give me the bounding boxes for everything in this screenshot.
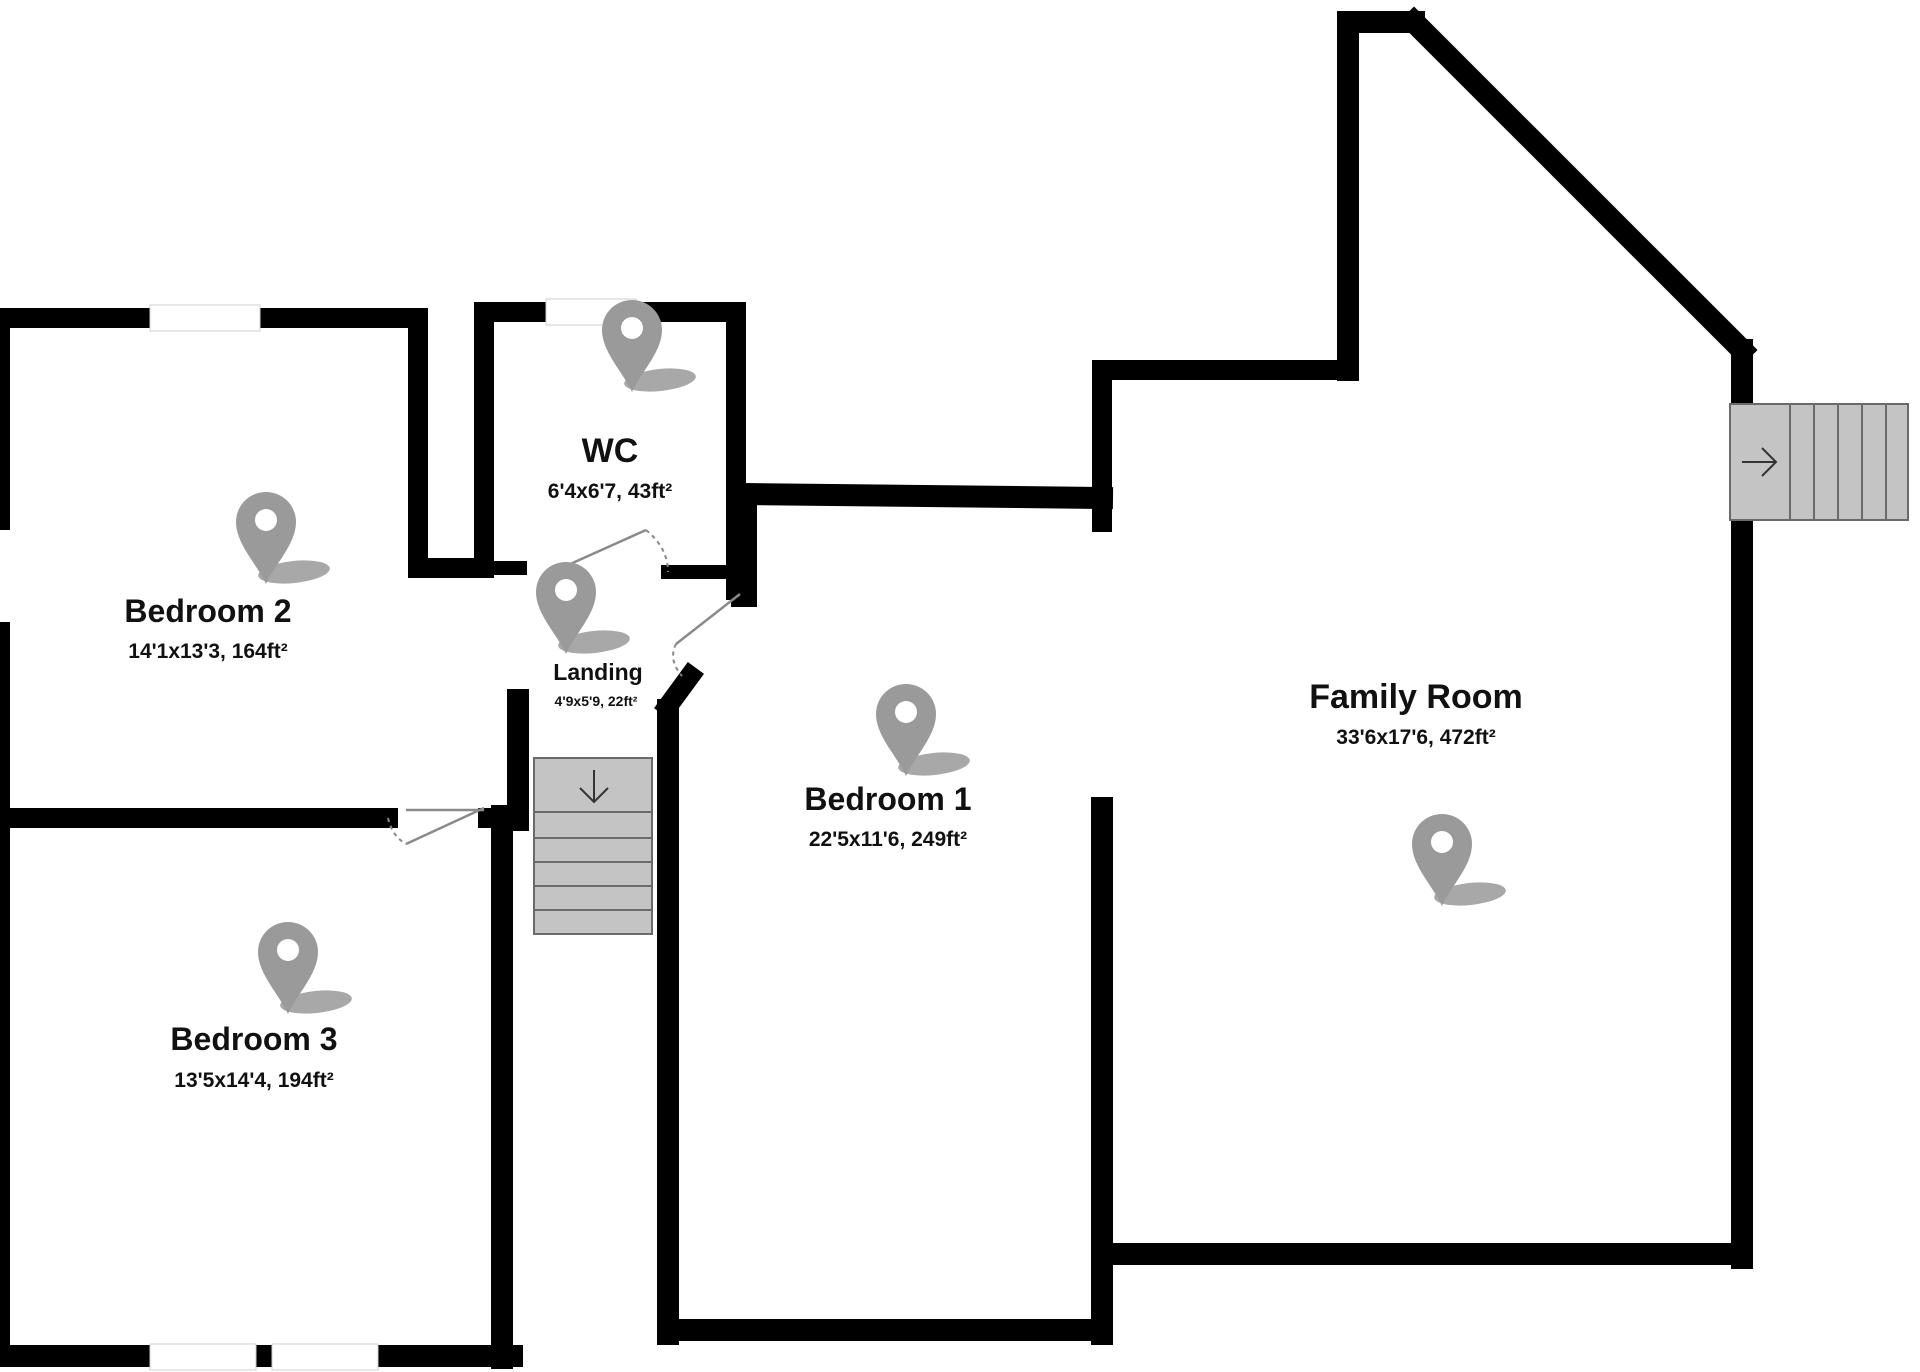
location-pin-icon[interactable] — [236, 492, 331, 587]
stairs-landing[interactable] — [533, 757, 653, 935]
room-name: Bedroom 3 — [170, 1021, 337, 1057]
room-dimensions: 13'5x14'4, 194ft² — [174, 1069, 333, 1092]
room-name: WC — [582, 432, 639, 470]
room-wc[interactable]: WC 6'4x6'7, 43ft² — [548, 432, 672, 503]
window-bedroom-3-bottom-left — [149, 1343, 257, 1371]
room-name: Bedroom 2 — [124, 593, 291, 629]
room-bedroom-1[interactable]: Bedroom 1 22'5x11'6, 249ft² — [804, 781, 971, 851]
arrow-down-icon — [579, 770, 609, 804]
door-bedroom-3 — [387, 806, 485, 846]
location-pin-icon[interactable] — [536, 562, 631, 657]
room-bedroom-3[interactable]: Bedroom 3 13'5x14'4, 194ft² — [170, 1021, 337, 1092]
room-landing[interactable]: Landing 4'9x5'9, 22ft² — [553, 659, 642, 709]
room-name: Family Room — [1309, 678, 1522, 716]
door-bedroom-1 — [672, 593, 741, 677]
room-name: Bedroom 1 — [804, 781, 971, 817]
room-dimensions: 22'5x11'6, 249ft² — [809, 828, 967, 851]
location-pin-icon[interactable] — [1412, 814, 1507, 909]
arrow-right-icon — [1742, 447, 1778, 477]
window-bedroom-3-bottom-right — [271, 1343, 379, 1371]
location-pin-icon[interactable] — [258, 922, 353, 1017]
room-dimensions: 33'6x17'6, 472ft² — [1336, 726, 1495, 749]
doors — [387, 528, 741, 846]
room-family-room[interactable]: Family Room 33'6x17'6, 472ft² — [1309, 678, 1522, 749]
window-bedroom-2-top — [149, 304, 261, 332]
room-bedroom-2[interactable]: Bedroom 2 14'1x13'3, 164ft² — [124, 593, 291, 663]
location-pin-icon[interactable] — [876, 684, 971, 779]
room-dimensions: 4'9x5'9, 22ft² — [555, 693, 638, 709]
stairs-family-room[interactable] — [1729, 403, 1909, 521]
room-dimensions: 6'4x6'7, 43ft² — [548, 480, 672, 503]
room-name: Landing — [553, 659, 642, 685]
room-dimensions: 14'1x13'3, 164ft² — [128, 640, 287, 663]
